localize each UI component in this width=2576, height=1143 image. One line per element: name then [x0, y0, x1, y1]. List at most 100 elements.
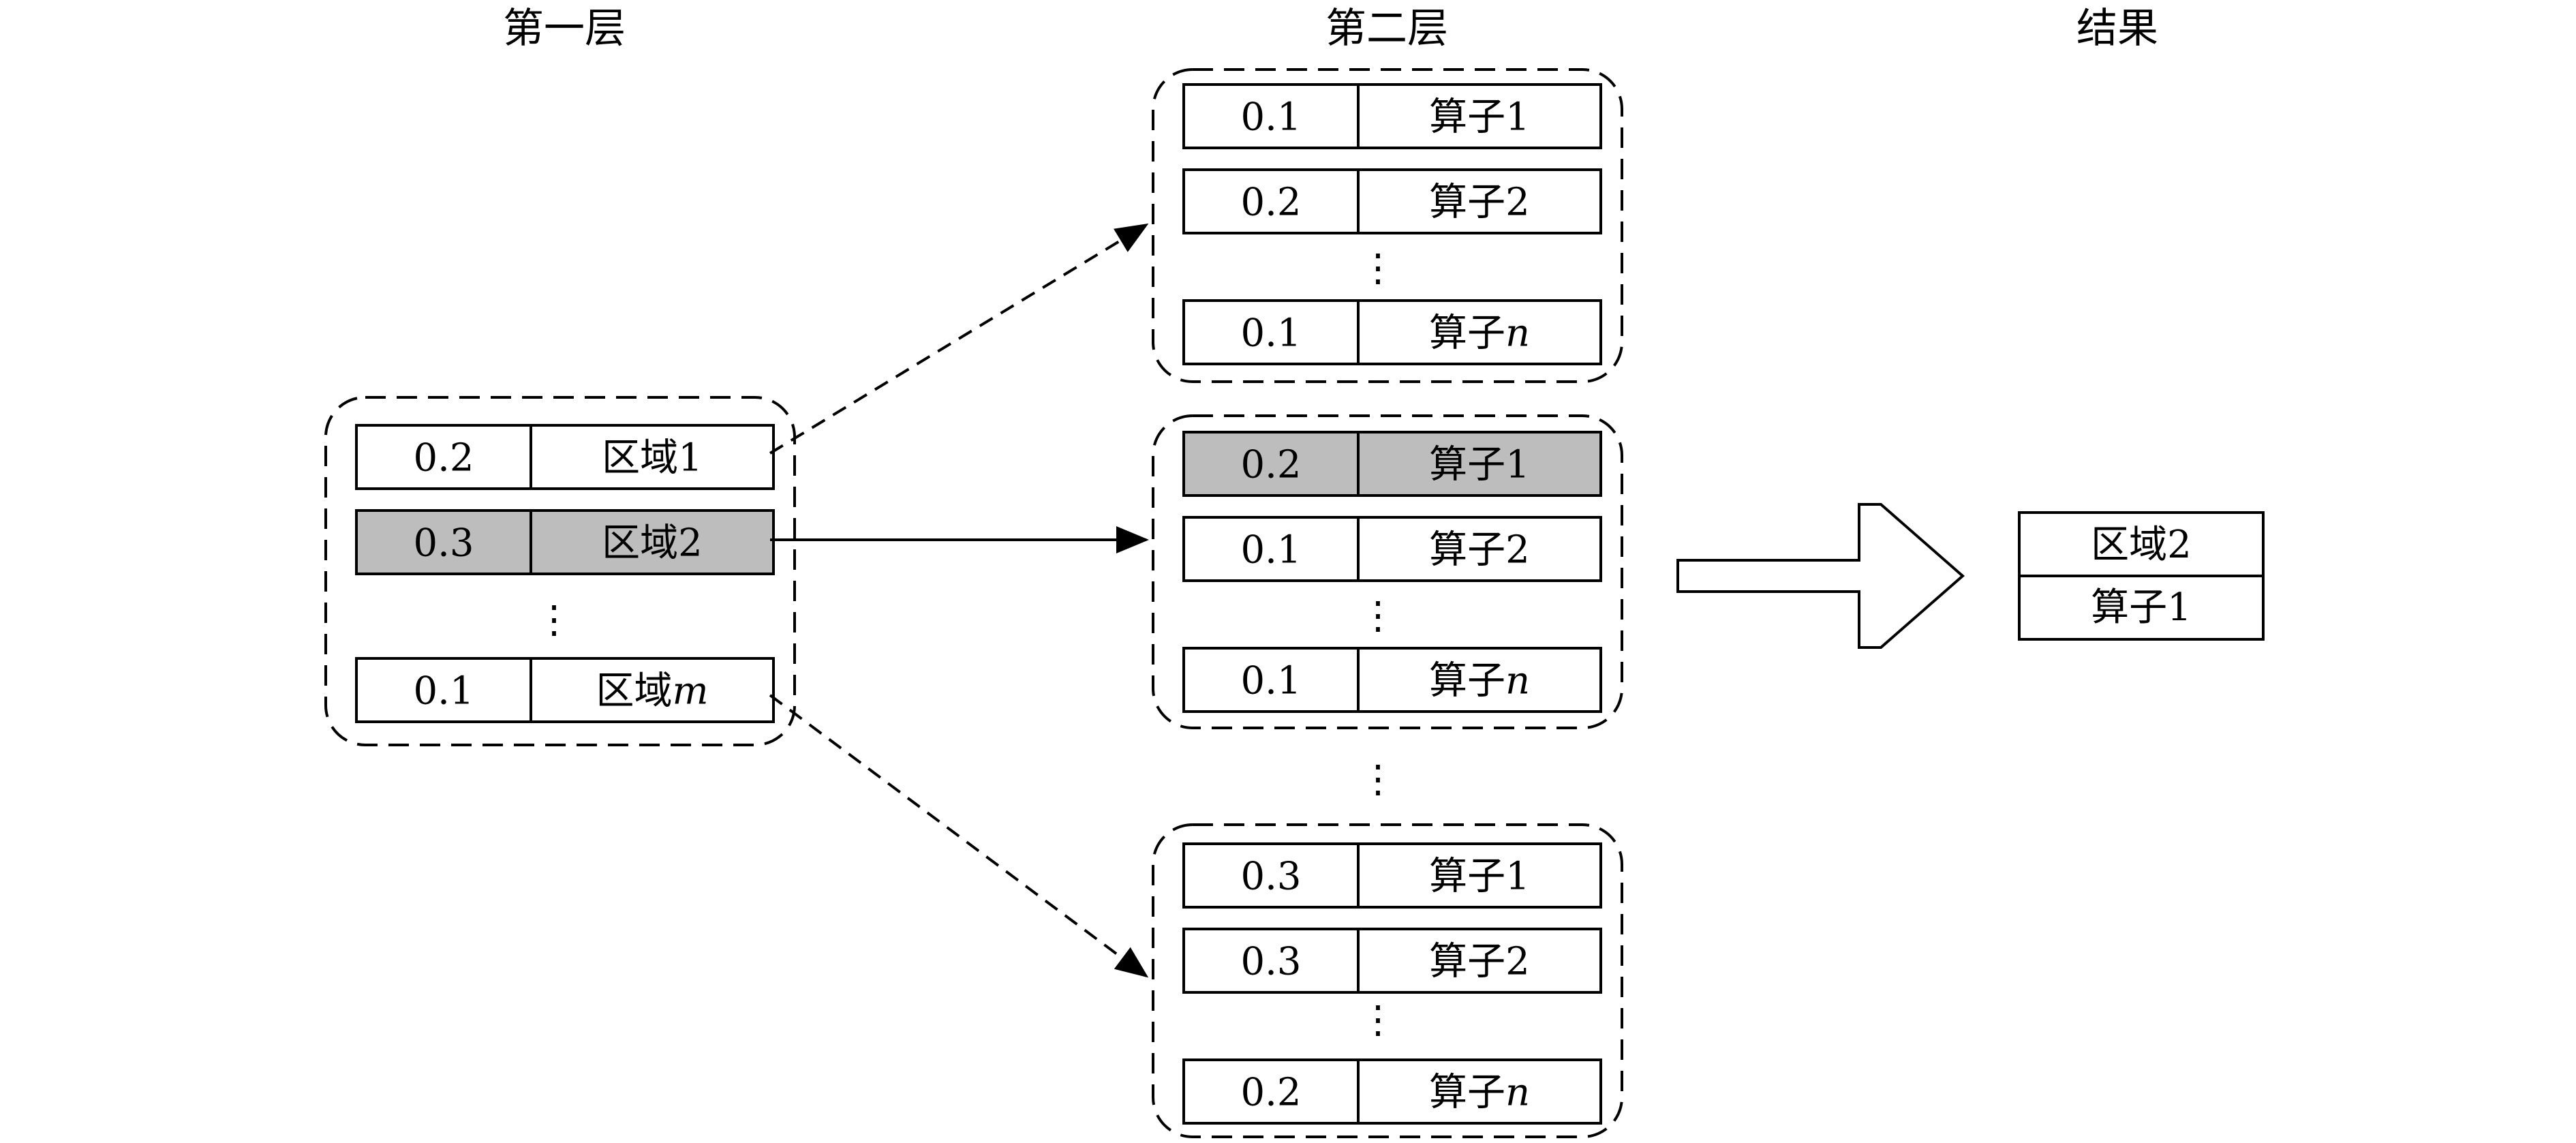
caption-layer1: 第一层: [503, 5, 626, 52]
layer2-group1-row-1: 0.1 算子1: [1182, 83, 1602, 149]
layer2-group2-row-3-label-suffix: n: [1505, 659, 1530, 703]
result-box-bottom: [2018, 575, 2265, 641]
layer1-ellipsis: ⋮: [535, 598, 573, 642]
layer1-row-1-label: 区域1: [602, 436, 703, 481]
layer2-group1-row-1-label-text: 算子: [1429, 95, 1505, 140]
layer2-group1-row-3-label-text: 算子: [1429, 311, 1505, 356]
layer2-group2-row-1-label: 算子1: [1429, 443, 1530, 487]
layer2-group3-row-3-label-suffix: n: [1505, 1071, 1530, 1115]
layer2-group3-row-2-label-cell: [1357, 928, 1602, 994]
caption-layer2: 第二层: [1325, 5, 1448, 52]
layer1-row-2-prob-cell: [355, 509, 532, 575]
layer2-group3-row-3-prob-cell: [1182, 1058, 1360, 1125]
layer2-group2-row-1-label-suffix: 1: [1505, 443, 1530, 487]
layer1-row-1: 0.2 区域1: [355, 424, 775, 490]
layer2-group1-row-2: 0.2 算子2: [1182, 168, 1602, 234]
layer1-row-3-label: 区域m: [596, 669, 708, 714]
arrow-dashed-to-group1: [769, 223, 1149, 455]
layer1-row-3-label-text: 区域: [596, 669, 672, 714]
layer2-group2-row-2-label-text: 算子: [1429, 528, 1505, 573]
layer2-group3-row-1-prob: 0.3: [1240, 855, 1301, 899]
layer2-group-box-3: [1152, 823, 1623, 1138]
layer2-group2-row-1-prob: 0.2: [1240, 443, 1301, 487]
result-bottom-text: 算子1: [2091, 585, 2192, 630]
layer2-group3-row-3-label-cell: [1357, 1058, 1602, 1125]
layer1-row-1-prob: 0.2: [413, 436, 474, 481]
layer2-group2-row-1: 0.2 算子1: [1182, 431, 1602, 497]
layer2-group3-row-1-prob-cell: [1182, 842, 1360, 909]
layer1-row-3-label-cell: [530, 657, 775, 723]
layer1-row-2-label: 区域2: [602, 521, 703, 566]
layer2-group3-row-3-label-text: 算子: [1429, 1071, 1505, 1115]
layer1-row-2-label-suffix: 2: [678, 521, 703, 566]
layer2-group2-row-2-label-cell: [1357, 516, 1602, 582]
layer2-group3-row-1-label-suffix: 1: [1505, 855, 1530, 899]
layer2-group2-row-1-prob-cell: [1182, 431, 1360, 497]
layer2-group3-row-2-prob: 0.3: [1240, 940, 1301, 984]
layer2-group2-row-3-label-text: 算子: [1429, 659, 1505, 703]
layer2-group1-row-1-label: 算子1: [1429, 95, 1530, 140]
layer2-group3-row-1-label: 算子1: [1429, 855, 1530, 899]
layer2-group3-ellipsis: ⋮: [1359, 998, 1397, 1042]
layer2-group1-row-3-label: 算子n: [1429, 311, 1530, 356]
layer2-group2-row-3-label: 算子n: [1429, 659, 1530, 703]
layer2-group3-row-2-label-text: 算子: [1429, 940, 1505, 984]
layer1-row-2-label-text: 区域: [602, 521, 678, 566]
layer1-group-box: [324, 396, 796, 746]
layer2-group-box-1: [1152, 68, 1623, 383]
layer2-group1-row-3-label-cell: [1357, 299, 1602, 365]
layer1-row-2-label-cell: [530, 509, 775, 575]
layer2-group3-row-3-prob: 0.2: [1240, 1071, 1301, 1115]
layer2-group1-row-1-prob: 0.1: [1240, 95, 1301, 140]
layer2-group1-row-2-label-cell: [1357, 168, 1602, 234]
layer1-row-2-prob: 0.3: [413, 521, 474, 566]
layer2-group2-row-2-label: 算子2: [1429, 528, 1530, 573]
layer2-group1-row-1-label-suffix: 1: [1505, 95, 1530, 140]
layer2-group3-row-2-prob-cell: [1182, 928, 1360, 994]
layer2-group2-row-3-label-cell: [1357, 647, 1602, 713]
layer2-group2-ellipsis: ⋮: [1359, 594, 1397, 638]
arrow-dashed-to-group3: [769, 694, 1149, 978]
layer2-group2-row-2: 0.1 算子2: [1182, 516, 1602, 582]
layer1-row-3: 0.1 区域m: [355, 657, 775, 723]
layer2-group2-row-2-prob-cell: [1182, 516, 1360, 582]
layer2-group1-row-3-label-suffix: n: [1505, 311, 1530, 356]
layer2-group1-row-1-label-cell: [1357, 83, 1602, 149]
layer2-group1-row-3: 0.1 算子n: [1182, 299, 1602, 365]
layer2-group3-row-2-label: 算子2: [1429, 940, 1530, 984]
result-top-text: 区域2: [2091, 523, 2192, 567]
layer2-group2-row-3-prob-cell: [1182, 647, 1360, 713]
layer2-group1-row-2-label: 算子2: [1429, 181, 1530, 225]
layer2-group3-row-2-label-suffix: 2: [1505, 940, 1530, 984]
layer2-group2-row-1-label-text: 算子: [1429, 443, 1505, 487]
layer2-group3-row-1-label-cell: [1357, 842, 1602, 909]
layer2-group3-row-1-label-text: 算子: [1429, 855, 1505, 899]
layer2-group1-ellipsis: ⋮: [1359, 246, 1397, 290]
layer1-row-1-label-text: 区域: [602, 436, 678, 481]
layer2-group3-row-2: 0.3 算子2: [1182, 928, 1602, 994]
layer2-group1-row-2-label-suffix: 2: [1505, 181, 1530, 225]
layer2-group1-row-2-prob-cell: [1182, 168, 1360, 234]
layer2-group1-row-2-label-text: 算子: [1429, 181, 1505, 225]
layer2-group2-row-1-label-cell: [1357, 431, 1602, 497]
layer2-group3-row-1: 0.3 算子1: [1182, 842, 1602, 909]
layer2-group3-row-3-label: 算子n: [1429, 1071, 1530, 1115]
layer2-group2-row-2-prob: 0.1: [1240, 528, 1301, 573]
layer1-row-2: 0.3 区域2: [355, 509, 775, 575]
result-arrow-icon: [1676, 503, 1965, 649]
layer1-row-1-label-cell: [530, 424, 775, 490]
layer1-row-3-label-suffix: m: [672, 669, 708, 714]
layer2-group1-row-2-prob: 0.2: [1240, 181, 1301, 225]
layer2-group3-row-3: 0.2 算子n: [1182, 1058, 1602, 1125]
layer2-between-ellipsis: ⋮: [1359, 757, 1397, 802]
result-box-top: [2018, 511, 2265, 577]
layer2-group-box-2: [1152, 414, 1623, 729]
layer2-group1-row-3-prob: 0.1: [1240, 311, 1301, 356]
layer1-row-3-prob: 0.1: [413, 669, 474, 714]
layer2-group2-row-2-label-suffix: 2: [1505, 528, 1530, 573]
layer1-row-1-label-suffix: 1: [678, 436, 703, 481]
